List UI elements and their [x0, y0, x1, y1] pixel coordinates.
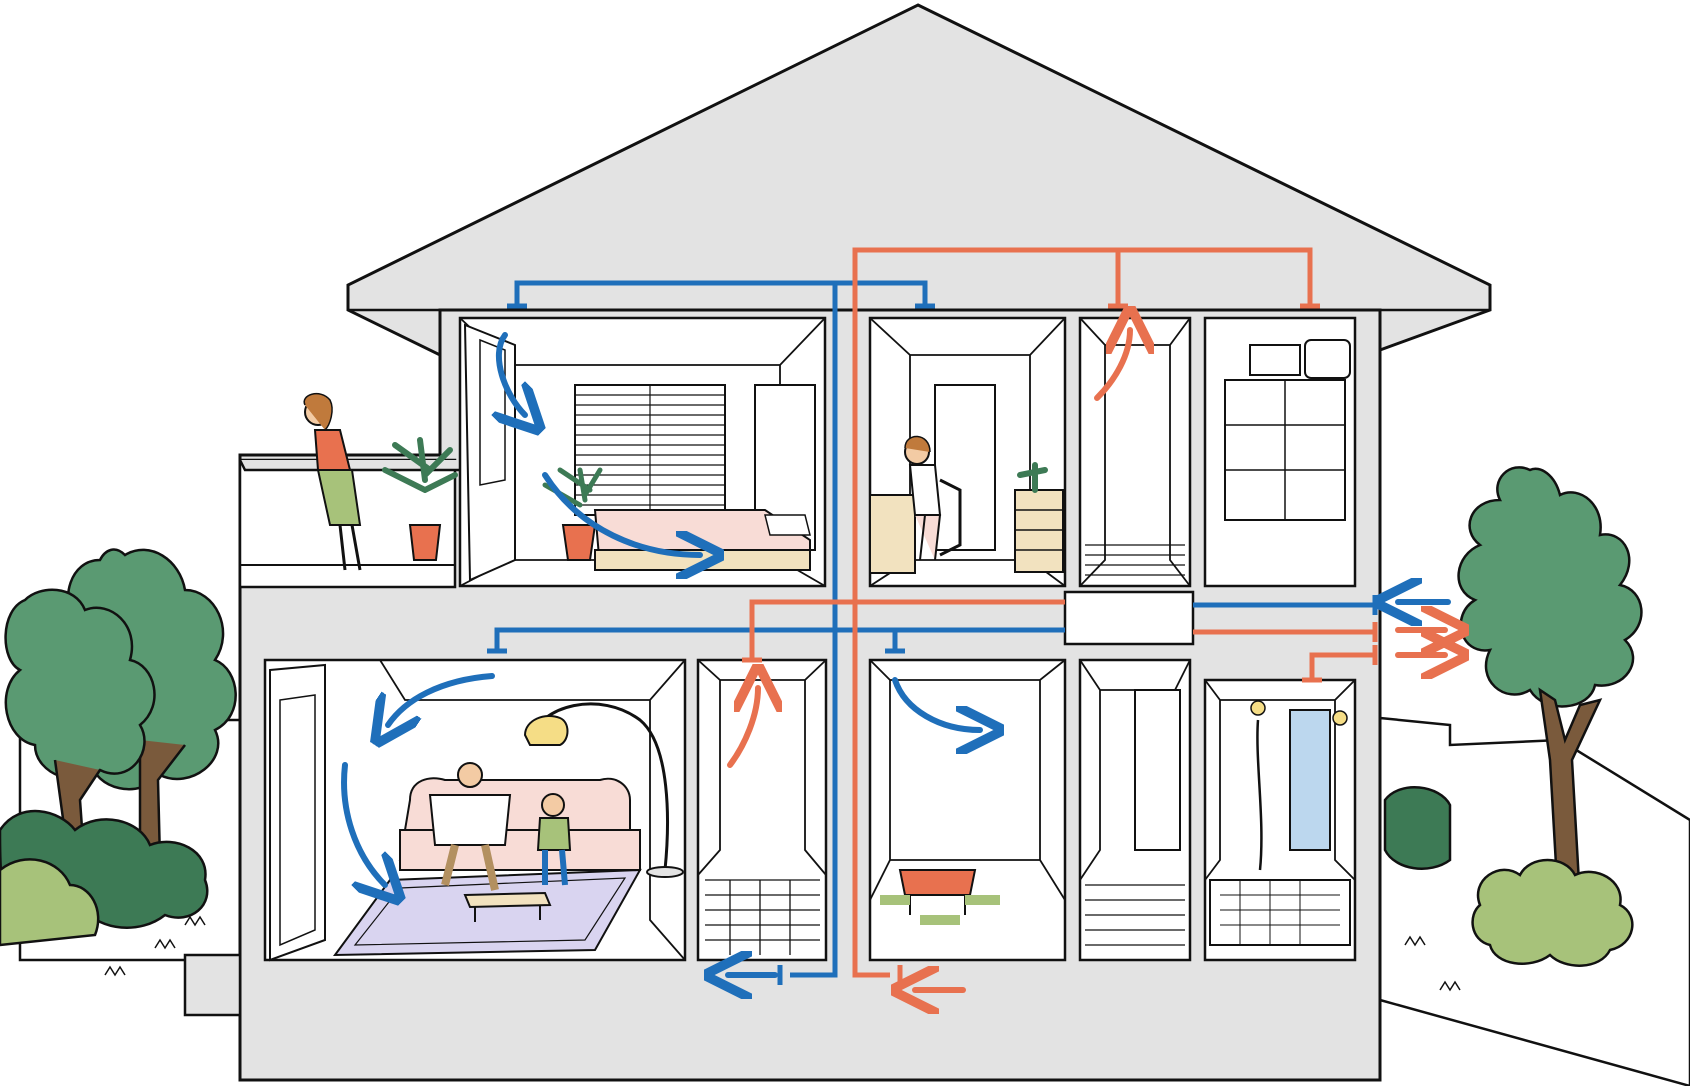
person-icon	[428, 762, 512, 891]
potted-plant-icon	[382, 437, 458, 561]
exhaust-arrow-icon	[727, 330, 1445, 990]
person-icon	[536, 793, 572, 886]
rug	[332, 868, 642, 957]
roof	[346, 3, 1492, 358]
room-storage	[1203, 316, 1357, 588]
room-hall-upper	[1078, 316, 1192, 588]
shrub	[0, 809, 209, 947]
shrub	[1383, 786, 1634, 967]
desk-icon	[869, 462, 1064, 574]
room-hall-lower	[696, 658, 828, 962]
grass	[104, 915, 1461, 992]
room-bedroom	[458, 316, 827, 588]
tree-icon	[1457, 466, 1643, 902]
supply-duct	[487, 280, 1378, 985]
supply-arrow-icon	[341, 332, 1451, 975]
entry-step	[183, 953, 242, 1017]
coffee-table	[463, 891, 552, 922]
low-table	[880, 869, 1000, 925]
potted-plant-icon	[542, 467, 603, 561]
person-icon	[303, 392, 362, 571]
bathtub-icon	[1209, 719, 1351, 946]
room-tatami	[868, 658, 1067, 962]
floor-lamp-icon	[523, 702, 684, 878]
ventilation-unit-icon	[1063, 590, 1195, 646]
room-corridor	[1078, 658, 1192, 962]
person-icon	[904, 435, 962, 561]
